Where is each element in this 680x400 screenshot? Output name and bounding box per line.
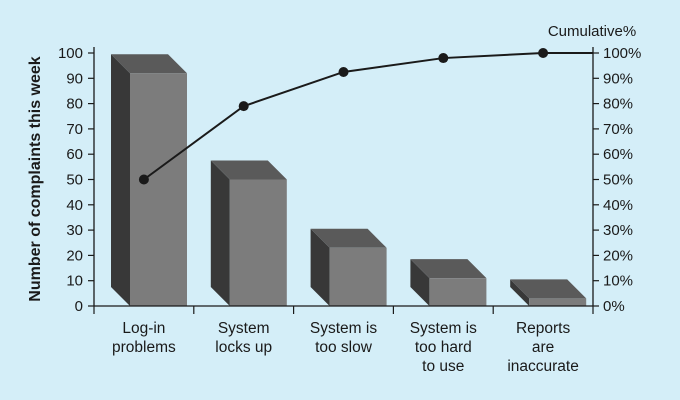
y-tick-label-5: 50: [66, 172, 83, 189]
cumulative-point-1: [138, 174, 149, 185]
cumulative-point-4: [438, 53, 449, 64]
y2-tick-label-6: 60%: [603, 146, 633, 163]
y-tick-label-8: 80: [66, 96, 83, 113]
y2-axis-title: Cumulative%: [548, 23, 636, 40]
y-axis-title: Number of complaints this week: [27, 56, 44, 301]
bar-top-4: [410, 259, 487, 279]
bar-side-1: [111, 54, 130, 306]
bar-front-5: [529, 298, 587, 306]
axis-layer: [88, 47, 599, 314]
bar-2: [210, 160, 287, 306]
bar-front-4: [429, 278, 487, 306]
y2-tick-label-4: 40%: [603, 197, 633, 214]
cumulative-point-5: [538, 48, 549, 58]
y2-tick-label-9: 90%: [603, 70, 633, 87]
y-tick-label-6: 60: [66, 146, 83, 163]
bar-top-3: [310, 228, 387, 248]
bar-top-5: [510, 279, 587, 299]
y2-tick-label-1: 10%: [603, 273, 633, 290]
bar-side-3: [310, 228, 330, 306]
bar-side-5: [510, 279, 530, 306]
y-tick-label-7: 70: [66, 121, 83, 138]
y-tick-label-4: 40: [66, 197, 83, 214]
cumulative-point-2: [238, 101, 249, 112]
bar-top-2: [210, 160, 287, 180]
bar-front-3: [329, 247, 387, 306]
y2-tick-label-10: 100%: [603, 45, 641, 62]
y-tick-label-0: 0: [75, 298, 83, 315]
y2-tick-label-0: 0%: [603, 298, 625, 315]
y-tick-label-9: 90: [66, 70, 83, 87]
y2-tick-label-5: 50%: [603, 172, 633, 189]
cumulative-line-layer: [138, 48, 593, 185]
bar-3: [310, 228, 387, 306]
bar-1: [111, 54, 187, 307]
y2-tick-label-3: 30%: [603, 222, 633, 239]
y-tick-label-2: 20: [66, 247, 83, 264]
y-tick-label-1: 10: [66, 273, 83, 290]
bar-front-1: [130, 73, 187, 307]
bar-top-1: [111, 54, 187, 74]
y-tick-label-10: 100: [58, 45, 83, 62]
y2-tick-label-8: 80%: [603, 96, 633, 113]
bar-4: [410, 259, 487, 306]
y-tick-label-3: 30: [66, 222, 83, 239]
bar-5: [510, 279, 587, 306]
y2-tick-label-7: 70%: [603, 121, 633, 138]
label-layer: 0 10 20 30 40 50 60 70 80 90 100 0% 10% 20% 30% 40% 50% 6…: [58, 45, 641, 375]
cumulative-line: [143, 52, 593, 181]
bars-layer: [111, 54, 587, 307]
bar-side-4: [410, 259, 430, 306]
cumulative-point-3: [338, 66, 349, 77]
bar-front-2: [229, 179, 287, 306]
y2-tick-label-2: 20%: [603, 247, 633, 264]
bar-side-2: [210, 160, 230, 306]
